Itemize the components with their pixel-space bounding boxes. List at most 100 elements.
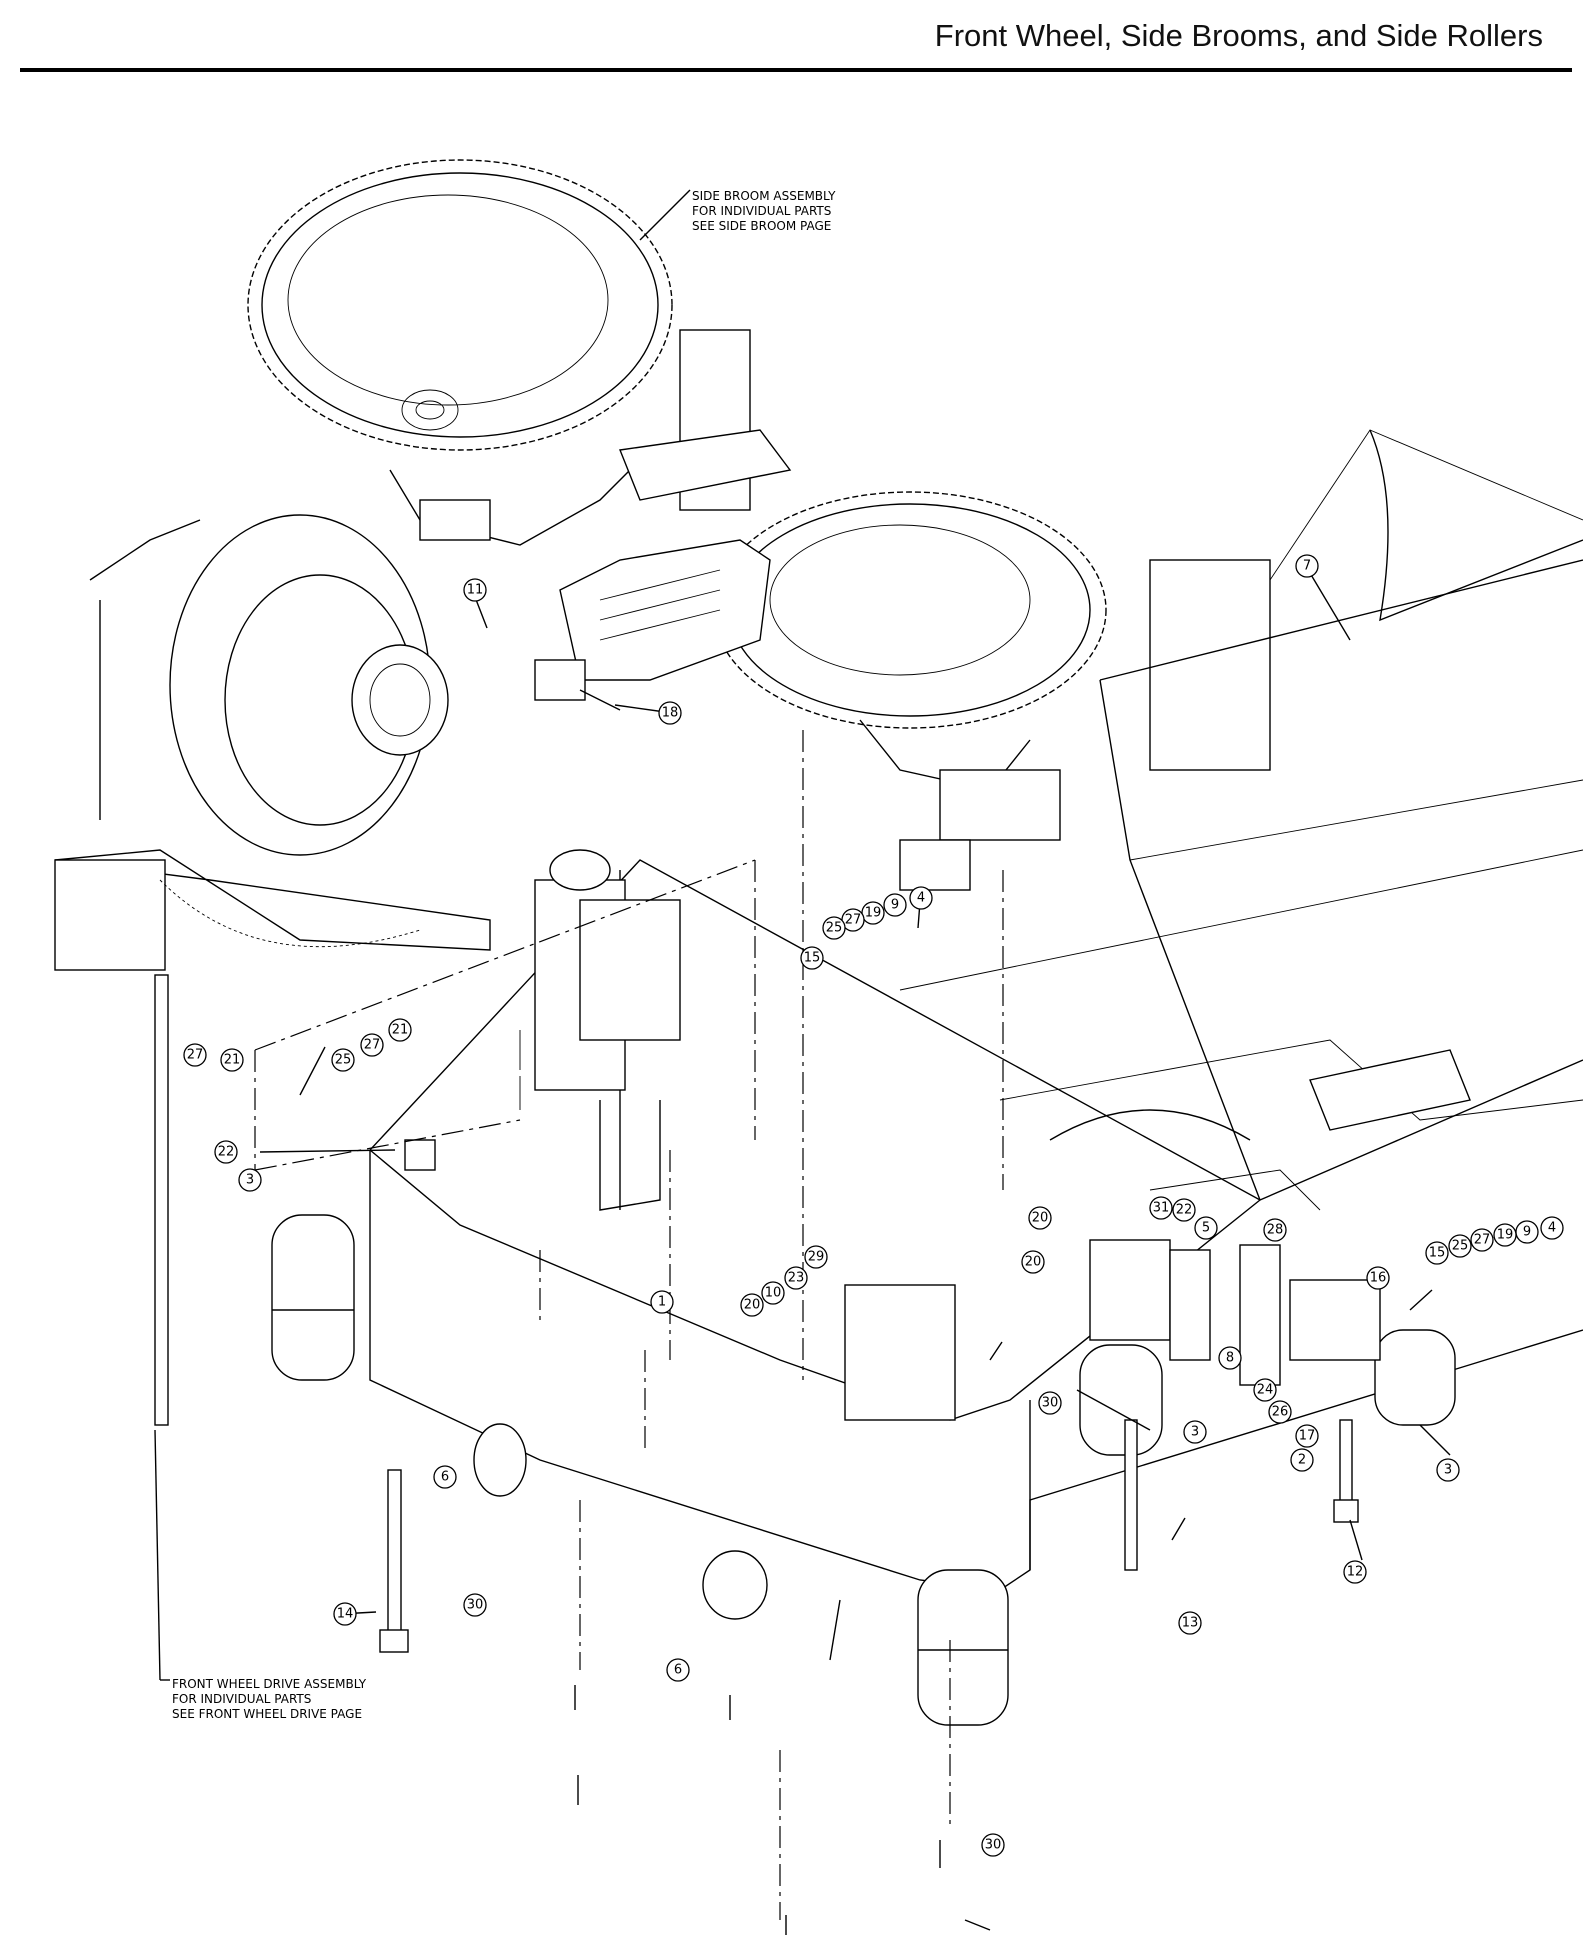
callout-number: 25 [826,921,843,936]
callout-circle [883,893,907,917]
callout-20: 20 [740,1293,764,1317]
callout-circle [1343,1560,1367,1584]
callout-3: 3 [1183,1420,1207,1444]
callout-circle [800,946,824,970]
callout-21: 21 [388,1018,412,1042]
side-broom-upper [247,159,792,546]
callout-circle [804,1245,828,1269]
callout-number: 27 [187,1048,204,1063]
front-wheel-assembly [54,514,491,1426]
callout-number: 22 [218,1145,235,1160]
callout-number: 31 [1153,1201,1170,1216]
callout-25: 25 [331,1048,355,1072]
callout-number: 5 [1202,1221,1210,1236]
callout-19: 19 [1493,1223,1517,1247]
callout-circle [1295,554,1319,578]
callout-6: 6 [433,1465,457,1489]
callout-21: 21 [220,1048,244,1072]
page-title: Front Wheel, Side Brooms, and Side Rolle… [934,18,1543,53]
callout-15: 15 [1425,1241,1449,1265]
callout-number: 9 [1523,1225,1531,1240]
callout-circle [1183,1420,1207,1444]
callout-number: 19 [1497,1228,1514,1243]
callout-circle [981,1833,1005,1857]
callout-number: 30 [467,1598,484,1613]
callout-circle [360,1033,384,1057]
callout-2: 2 [1290,1448,1314,1472]
callout-number: 3 [1191,1425,1199,1440]
callout-circle [463,578,487,602]
callout-circle [1436,1458,1460,1482]
callout-leaders [154,189,1451,1931]
callout-number: 16 [1370,1271,1387,1286]
side-rollers [271,1214,1456,1726]
callout-circle [333,1602,357,1626]
callout-circle [1263,1218,1287,1242]
callout-number: 4 [1548,1221,1556,1236]
callout-15: 15 [800,946,824,970]
callout-circle [1038,1391,1062,1415]
callout-number: 21 [224,1053,241,1068]
callout-circle [1021,1250,1045,1274]
callout-27: 27 [841,908,865,932]
callout-number: 22 [1176,1203,1193,1218]
callout-9: 9 [883,893,907,917]
broom-motor [534,539,771,711]
callout-number: 20 [744,1298,761,1313]
callout-27: 27 [1470,1228,1494,1252]
callout-circle [1540,1216,1564,1240]
callout-number: 4 [917,891,925,906]
callout-number: 2 [1298,1453,1306,1468]
callout-4: 4 [909,886,933,910]
callout-number: 27 [364,1038,381,1053]
side-broom-lower [713,491,1271,891]
callout-number: 6 [674,1663,682,1678]
callout-circle [183,1043,207,1067]
callout-30: 30 [981,1833,1005,1857]
callout-circle [220,1048,244,1072]
callout-number: 14 [337,1607,354,1622]
callout-number: 21 [392,1023,409,1038]
callout-30: 30 [463,1593,487,1617]
callout-23: 23 [784,1266,808,1290]
callout-5: 5 [1194,1216,1218,1240]
callout-number: 8 [1226,1351,1234,1366]
callout-11: 11 [463,578,487,602]
callout-4: 4 [1540,1216,1564,1240]
callout-circle [1028,1206,1052,1230]
callout-number: 13 [1182,1616,1199,1631]
callout-1: 1 [650,1290,674,1314]
callout-20: 20 [1021,1250,1045,1274]
callout-3: 3 [1436,1458,1460,1482]
callout-number: 30 [1042,1396,1059,1411]
callout-number: 12 [1347,1565,1364,1580]
callout-number: 6 [441,1470,449,1485]
callout-number: 20 [1025,1255,1042,1270]
callout-circle [331,1048,355,1072]
callout-31: 31 [1149,1196,1173,1220]
callout-20: 20 [1028,1206,1052,1230]
callout-10: 10 [761,1281,785,1305]
callout-27: 27 [183,1043,207,1067]
callout-circle [238,1168,262,1192]
callout-number: 19 [865,906,882,921]
callout-13: 13 [1178,1611,1202,1635]
callout-24: 24 [1253,1378,1277,1402]
callout-circle [1149,1196,1173,1220]
callout-18: 18 [658,701,682,725]
callout-circle [1290,1448,1314,1472]
callout-circle [761,1281,785,1305]
callout-circle [1194,1216,1218,1240]
callout-number: 27 [1474,1233,1491,1248]
callout-number: 29 [808,1250,825,1265]
callout-25: 25 [822,916,846,940]
callout-27: 27 [360,1033,384,1057]
callout-circle [822,916,846,940]
callout-6: 6 [666,1658,690,1682]
callout-circle [1366,1266,1390,1290]
callout-8: 8 [1218,1346,1242,1370]
callout-9: 9 [1515,1220,1539,1244]
